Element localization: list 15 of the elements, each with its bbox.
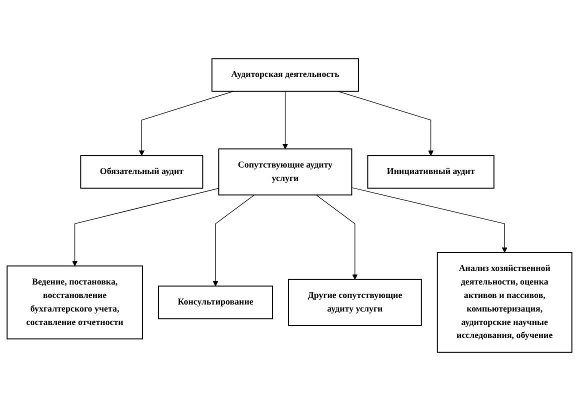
node-box: Другие сопутствующие аудиту услуги	[288, 278, 422, 326]
arrow	[72, 188, 220, 266]
arrow	[138, 91, 234, 156]
node-box: Сопутствующие аудиту услуги	[218, 148, 352, 196]
arrow	[212, 194, 255, 286]
arrow	[316, 194, 358, 280]
node-box: Консультирование	[158, 286, 273, 320]
node-box: Обязательный аудит	[80, 155, 204, 189]
node-box: Ведение, постановка, восстановление бухгалтерского учета, составление отчетности	[6, 265, 143, 340]
arrow	[351, 187, 508, 253]
node-box: Анализ хозяйственной деятельности, оценка активов и пассивов, компьютеризация, аудиторские научные исследования, обучение	[436, 252, 572, 353]
node-box: Инициативный аудит	[367, 155, 494, 189]
arrow	[338, 91, 434, 156]
node-box: Аудиторская деятельность	[211, 58, 359, 92]
arrow	[282, 91, 288, 150]
